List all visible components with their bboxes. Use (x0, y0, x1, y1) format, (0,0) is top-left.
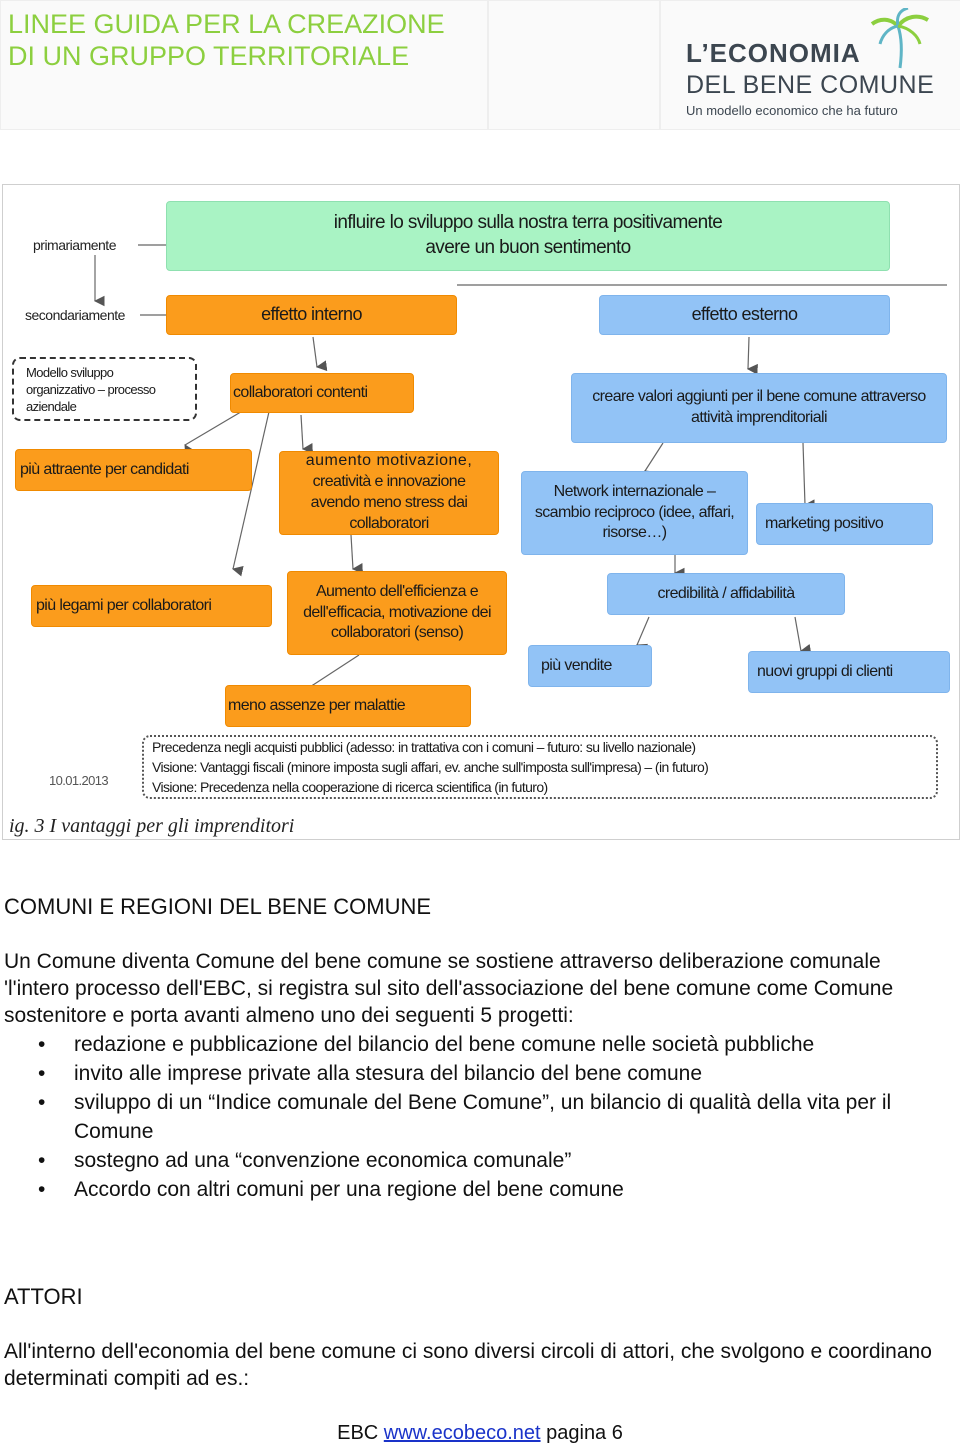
footer-page: pagina 6 (546, 1422, 623, 1444)
piu-vendite-box: più vendite (528, 645, 652, 687)
collaboratori-contenti-box: collaboratori contenti (230, 373, 414, 413)
nuovi-gruppi-box: nuovi gruppi di clienti (748, 651, 950, 693)
palm-tree-icon (870, 8, 930, 69)
goal-line-2: avere un buon sentimento (425, 237, 631, 258)
precedenza-line-1: Precedenza negli acquisti pubblici (ades… (152, 739, 696, 755)
piu-attraente-box: più attraente per candidati (15, 449, 252, 491)
diagram-date: 10.01.2013 (49, 773, 109, 788)
header-panel-middle (488, 0, 660, 130)
list-item: invito alle imprese private alla stesura… (4, 1059, 950, 1088)
goal-box: influire lo sviluppo sulla nostra terra … (166, 201, 890, 271)
goal-line-1: influire lo sviluppo sulla nostra terra … (333, 212, 723, 234)
precedenza-line-2: Visione: Vantaggi fiscali (minore impost… (152, 759, 709, 775)
precedenza-line-3: Visione: Precedenza nella cooperazione d… (152, 779, 548, 795)
aumento-motivazione-line-2: creatività e innovazione avendo meno str… (310, 473, 468, 532)
document-title: LINEE GUIDA PER LA CREAZIONE DI UN GRUPP… (8, 8, 445, 72)
figure-caption: ig. 3 I vantaggi per gli imprenditori (9, 815, 295, 837)
effetto-esterno-box: effetto esterno (599, 295, 890, 335)
logo-line-1: L’ECONOMIA (686, 38, 861, 68)
title-line-2: DI UN GRUPPO TERRITORIALE (8, 41, 410, 71)
diagram-connectors (93, 244, 947, 697)
piu-legami-box: più legami per collaboratori (31, 585, 272, 627)
precedenza-box: Precedenza negli acquisti pubblici (ades… (142, 735, 938, 799)
logo-tagline: Un modello economico che ha futuro (686, 103, 898, 118)
section-paragraph-attori: All'interno dell'economia del bene comun… (4, 1340, 932, 1390)
network-box: Network internazionale – scambio recipro… (521, 471, 748, 555)
section-heading-comuni: COMUNI E REGIONI DEL BENE COMUNE (4, 894, 432, 919)
list-item: sostegno ad una “convenzione economica c… (4, 1146, 950, 1175)
footer-link[interactable]: www.ecobeco.net (383, 1422, 541, 1444)
section-heading-attori: ATTORI (4, 1284, 83, 1309)
list-item: redazione e pubblicazione del bilancio d… (4, 1030, 950, 1059)
project-list: redazione e pubblicazione del bilancio d… (4, 1030, 950, 1204)
label-primariamente: primariamente (33, 236, 116, 253)
page-footer: EBC www.ecobeco.net pagina 6 (0, 1422, 960, 1445)
logo-line-2: DEL BENE COMUNE (686, 71, 935, 99)
marketing-box: marketing positivo (756, 503, 933, 545)
header-panel-right (660, 0, 960, 130)
benefits-diagram: primariamente secondariamente influire l… (2, 184, 960, 840)
credibilita-box: credibilità / affidabilità (607, 573, 845, 615)
label-secondariamente: secondariamente (25, 306, 125, 323)
aumento-efficienza-box: Aumento dell'efficienza e dell'efficacia… (287, 571, 507, 655)
meno-assenze-box: meno assenze per malattie (225, 685, 471, 727)
section-paragraph-comuni: Un Comune diventa Comune del bene comune… (4, 950, 894, 1027)
aumento-motivazione-line-1: aumento motivazione, (305, 452, 473, 470)
header-panel-left (0, 0, 488, 130)
title-line-1: LINEE GUIDA PER LA CREAZIONE (8, 9, 445, 39)
list-item: sviluppo di un “Indice comunale del Bene… (4, 1088, 950, 1146)
footer-prefix: EBC (337, 1422, 379, 1444)
aumento-motivazione-box: aumento motivazione, creatività e innova… (279, 451, 499, 535)
effetto-interno-box: effetto interno (166, 295, 457, 335)
modello-sviluppo-box: Modello sviluppo organizzativo – process… (12, 357, 197, 421)
creare-valori-box: creare valori aggiunti per il bene comun… (571, 373, 947, 443)
list-item: Accordo con altri comuni per una regione… (4, 1175, 950, 1204)
